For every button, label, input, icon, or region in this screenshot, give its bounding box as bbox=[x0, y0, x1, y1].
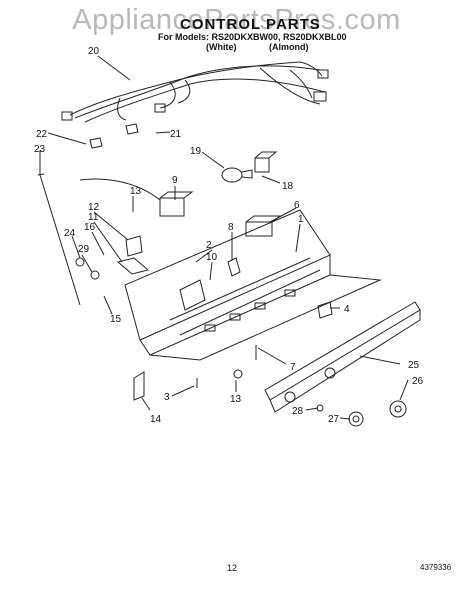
watermark: AppliancePartsPros.com bbox=[72, 4, 401, 36]
callout-number: 23 bbox=[34, 144, 46, 155]
control-panel bbox=[264, 301, 421, 413]
light-bulb bbox=[221, 167, 253, 183]
variant-almond: (Almond) bbox=[269, 42, 309, 52]
diagram-title: CONTROL PARTS bbox=[180, 16, 321, 33]
callout-number: 6 bbox=[294, 200, 300, 211]
callout-number: 12 bbox=[88, 202, 100, 213]
screw bbox=[90, 270, 100, 280]
callout-number: 13 bbox=[130, 186, 142, 197]
thermostat bbox=[79, 178, 194, 217]
bracket bbox=[133, 371, 145, 401]
callout-number: 16 bbox=[84, 222, 96, 233]
callout-number: 10 bbox=[206, 252, 218, 263]
nut bbox=[233, 369, 243, 379]
rod bbox=[39, 174, 81, 306]
callout-number: 20 bbox=[88, 46, 100, 57]
callout-number: 14 bbox=[150, 414, 162, 425]
callout-number: 19 bbox=[190, 146, 202, 157]
lamp-socket bbox=[254, 151, 278, 173]
callout-number: 27 bbox=[328, 414, 340, 425]
callout-number: 2 bbox=[206, 240, 212, 251]
callout-number: 25 bbox=[408, 360, 420, 371]
callout-number: 11 bbox=[88, 212, 99, 223]
callout-number: 18 bbox=[282, 181, 294, 192]
document-number: 4379336 bbox=[420, 563, 452, 572]
callout-labels: 20 21 22 23 19 18 9 13 6 1 12 11 16 8 2 … bbox=[34, 46, 424, 425]
callout-number: 4 bbox=[344, 304, 350, 315]
bracket-knob bbox=[116, 257, 150, 275]
variant-white: (White) bbox=[206, 42, 237, 52]
callout-number: 8 bbox=[228, 222, 234, 233]
control-housing bbox=[124, 209, 382, 361]
callout-number: 26 bbox=[412, 376, 424, 387]
callout-number: 15 bbox=[110, 314, 122, 325]
page-number: 12 bbox=[227, 563, 238, 573]
control-shaft bbox=[227, 257, 241, 277]
mounting-clip bbox=[317, 301, 333, 319]
callout-number: 3 bbox=[164, 392, 170, 403]
callout-number: 7 bbox=[290, 362, 296, 373]
callout-number: 1 bbox=[298, 214, 304, 225]
callout-number: 21 bbox=[170, 129, 182, 140]
wire-clip bbox=[125, 123, 139, 135]
model-numbers: For Models: RS20DKXBW00, RS20DKXBL00 bbox=[158, 32, 347, 42]
callout-number: 13 bbox=[230, 394, 242, 405]
callout-number: 9 bbox=[172, 175, 178, 186]
wire-harness bbox=[61, 61, 329, 123]
callout-number: 24 bbox=[64, 228, 76, 239]
bracket bbox=[125, 235, 143, 257]
callout-number: 28 bbox=[292, 406, 304, 417]
control-knob bbox=[348, 411, 364, 427]
harness-clip bbox=[89, 137, 103, 149]
control-knob bbox=[389, 400, 407, 418]
screw bbox=[75, 257, 85, 267]
callout-number: 22 bbox=[36, 129, 48, 140]
color-variants: (White) (Almond) bbox=[206, 42, 339, 52]
callout-number: 29 bbox=[78, 244, 90, 255]
